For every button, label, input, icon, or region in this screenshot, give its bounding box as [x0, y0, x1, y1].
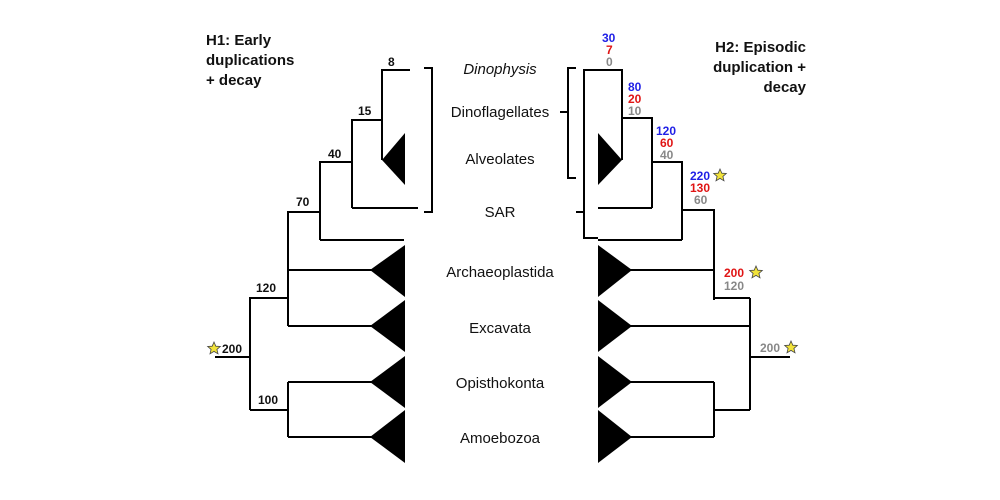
h2-title-line: H2: Episodic: [715, 39, 806, 56]
h1-bracket: [424, 67, 433, 213]
h1-branch-node70: [287, 211, 320, 300]
h2-node-value-red: 130: [690, 181, 710, 195]
star-icon: [712, 167, 728, 182]
h1-title-line: + decay: [206, 72, 262, 89]
h1-title-line: H1: Early: [206, 32, 272, 49]
h1-triangle-excavata: [370, 300, 405, 352]
taxon-opisthokonta: Opisthokonta: [456, 375, 545, 392]
h1-tree: 8 15 40 70 120 100 200: [206, 55, 418, 463]
h2-title-line: decay: [763, 79, 806, 96]
h2-node-value-blue: 120: [656, 124, 676, 138]
h1-node-label: 40: [328, 147, 342, 161]
h1-root-label: 200: [222, 342, 242, 356]
h2-node-value-gray: 200: [760, 341, 780, 355]
h1-node-label: 8: [388, 55, 395, 69]
h2-triangle-excavata: [598, 300, 632, 352]
h2-node-value-gray: 0: [606, 55, 613, 69]
taxa-labels: Dinophysis Dinoflagellates Alveolates SA…: [446, 61, 554, 447]
h1-node-label: 100: [258, 393, 278, 407]
h2-branch-dinophysis: [598, 69, 623, 160]
h2-title: H2: Episodic duplication + decay: [713, 39, 807, 96]
h2-branch-opis-amoe: [713, 382, 750, 437]
star-icon: [783, 339, 799, 354]
h2-branch-dinoflagellates: [622, 117, 653, 208]
h2-node-value-red: 60: [660, 136, 674, 150]
h2-node-value-red: 200: [724, 266, 744, 280]
taxon-dinophysis: Dinophysis: [463, 61, 537, 78]
h2-triangle-amoebozoa: [598, 410, 632, 463]
h1-triangle-amoebozoa: [370, 410, 405, 463]
h2-title-line: duplication +: [713, 59, 806, 76]
taxon-archaeplastida: Archaeoplastida: [446, 264, 554, 281]
star-icon: [206, 340, 222, 355]
h2-tree: 30 7 0 80 20 10 120 60 40 220 130 60 200…: [560, 31, 799, 463]
h1-node-label: 120: [256, 281, 276, 295]
h2-node-value-red: 20: [628, 92, 642, 106]
h2-node-value-red: 7: [606, 43, 613, 57]
h1-title: H1: Early duplications + decay: [206, 32, 294, 89]
h1-triangle-opisthokonta: [370, 356, 405, 408]
h1-branch-node15: [351, 119, 382, 208]
h1-triangle-alveolates: [382, 133, 405, 185]
taxon-sar: SAR: [485, 204, 516, 221]
h2-node-value-blue: 30: [602, 31, 616, 45]
h1-node-label: 15: [358, 104, 372, 118]
h2-branch-sar-up: [682, 209, 715, 300]
h2-node-value-gray: 40: [660, 148, 674, 162]
h1-title-line: duplications: [206, 52, 294, 69]
h2-triangle-opisthokonta: [598, 356, 632, 408]
h2-branch-alveolates: [652, 161, 683, 240]
taxon-excavata: Excavata: [469, 320, 531, 337]
taxon-alveolates: Alveolates: [465, 151, 534, 168]
star-icon: [748, 264, 764, 279]
h2-triangle-alveolates: [598, 133, 622, 185]
h2-bracket-sar: [583, 69, 598, 239]
h2-triangle-archaeplastida: [598, 245, 632, 297]
h1-branch-node40: [319, 161, 352, 240]
h2-node-value-gray: 60: [694, 193, 708, 207]
taxon-dinoflagellates: Dinoflagellates: [451, 104, 549, 121]
h2-node-value-gray: 10: [628, 104, 642, 118]
h1-root: [215, 298, 251, 410]
h1-triangle-archaeplastida: [370, 245, 405, 297]
h2-node-value-gray: 120: [724, 279, 744, 293]
h1-node-label: 70: [296, 195, 310, 209]
h2-node-value-blue: 80: [628, 80, 642, 94]
h2-bracket-alveolates: [567, 67, 576, 179]
h1-branch-dinophysis: [381, 69, 410, 160]
taxon-amoebozoa: Amoebozoa: [460, 430, 541, 447]
h2-node-value-blue: 220: [690, 169, 710, 183]
